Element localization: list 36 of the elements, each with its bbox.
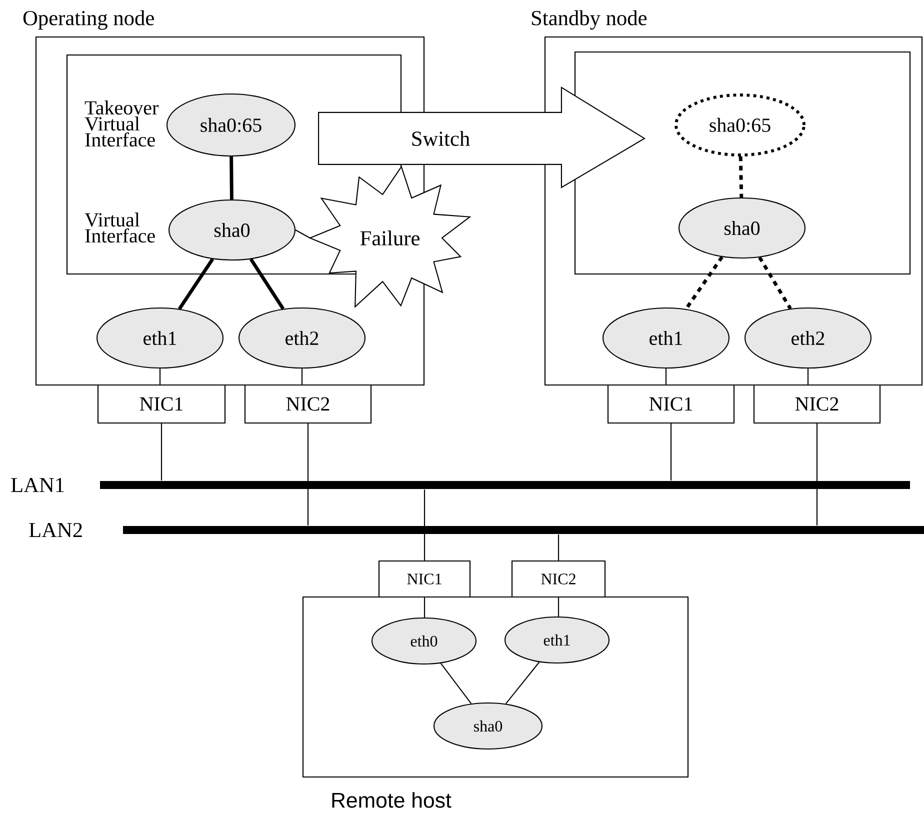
connector-line <box>670 424 672 480</box>
connector-line <box>249 258 285 310</box>
lan-label: LAN1 <box>11 478 64 492</box>
connector-line <box>738 156 744 198</box>
connector-line <box>307 424 309 526</box>
nic-box: NIC2 <box>753 384 881 424</box>
connector-line <box>558 598 560 616</box>
connector-line <box>424 598 426 618</box>
connector-line <box>684 256 724 310</box>
connector-line <box>440 662 472 704</box>
nic-box: NIC1 <box>378 560 471 598</box>
nic-box: NIC1 <box>97 384 226 424</box>
connector-line <box>758 256 792 310</box>
interface-label: Virtual Interface <box>84 212 155 243</box>
nic-box: NIC1 <box>607 384 735 424</box>
connector-line <box>295 230 310 238</box>
connector-line <box>301 368 303 384</box>
box-heading: Standby node <box>532 10 647 30</box>
nic-box: NIC2 <box>244 384 372 424</box>
connector-line <box>178 258 214 310</box>
connector-line <box>558 534 560 560</box>
block-arrow <box>318 86 646 188</box>
interface-label: Takeover Virtual Interface <box>84 100 158 147</box>
box-heading: Remote host <box>332 792 452 808</box>
connector-line <box>807 368 809 384</box>
edge-label: Switch <box>410 130 472 148</box>
connector-line <box>816 424 818 526</box>
connector-line <box>159 368 161 384</box>
nic-box: NIC2 <box>511 560 606 598</box>
connector-line <box>424 490 426 560</box>
lan-label: LAN2 <box>29 522 82 538</box>
connector-line <box>230 156 234 200</box>
connector-line <box>665 368 667 384</box>
connector-line <box>505 662 540 704</box>
connector-line <box>160 424 162 480</box>
box-heading: Operating node <box>23 10 154 30</box>
